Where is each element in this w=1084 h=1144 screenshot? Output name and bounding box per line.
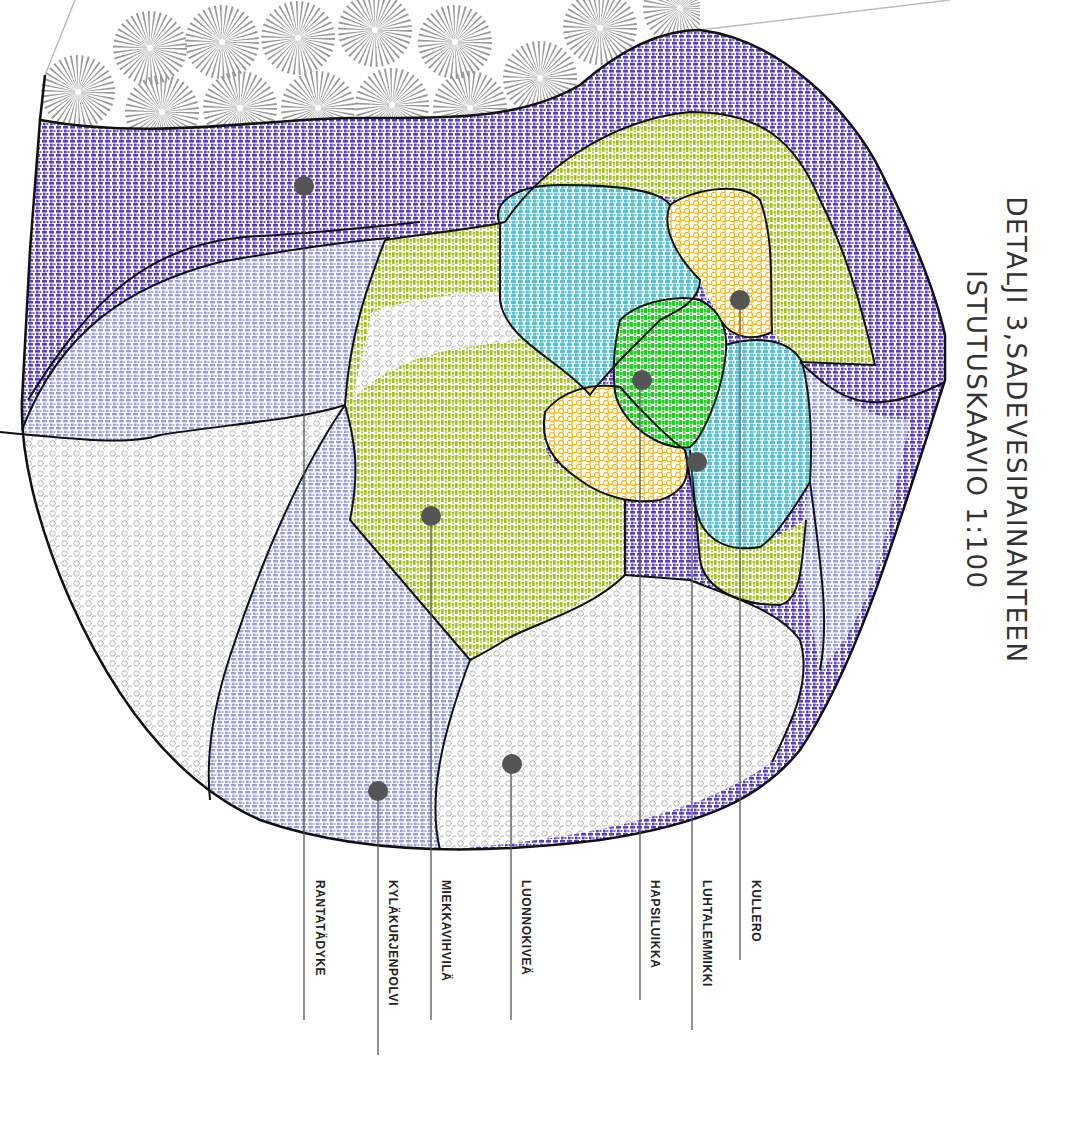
plant-label: KULLERO [748, 880, 764, 942]
plant-label: RANTATÄDYKE [312, 880, 328, 976]
plant-label: MIEKKAVIHVILÄ [438, 880, 454, 982]
plant-label: HAPSILUIKKA [647, 880, 663, 969]
plant-label: KYLÄKURJENPOLVI [385, 880, 401, 1006]
plant-label: LUONNOKIVEÄ [518, 880, 534, 975]
plant-label: LUHTALEMMIKKI [699, 880, 715, 987]
plan-title: DETALJI 3,SADEVESIPAINANTEEN ISTUTUSKAAV… [956, 150, 1036, 710]
